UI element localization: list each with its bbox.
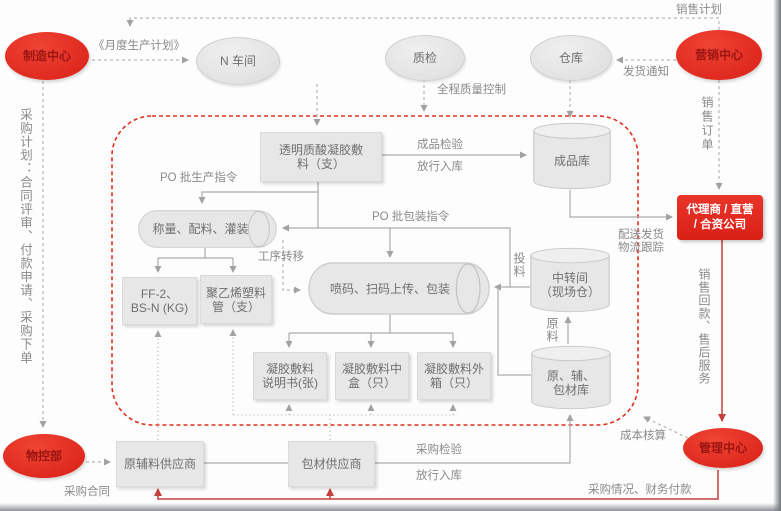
node-finished-goods-store: 成品库 (533, 122, 611, 190)
node-label-line2: 盒（只） (347, 376, 396, 390)
node-manufacturing-center: 制造中心 (5, 32, 89, 80)
right-edge-shadow (773, 0, 781, 511)
label-sales-payment-service: 销售回款、售后服务 (697, 268, 711, 385)
node-label-line2: 管（支） (211, 299, 260, 314)
node-pe-tube: 聚乙烯塑料 管（支） (200, 275, 272, 324)
node-label: 原辅料供应商 (123, 457, 196, 471)
label-procurement-plan: 采购计划：合同评审、付款申请、采购下单 (18, 108, 32, 365)
label-purchase-inspection: 采购检验 (416, 444, 462, 456)
node-management-center: 管理中心 (683, 428, 763, 468)
label-delivery-line2: 物流跟踪 (618, 242, 664, 254)
node-label-line2: / 合资公司 (693, 218, 747, 231)
node-packaging-supplier: 包材供应商 (288, 441, 375, 487)
node-label-line2: 包材库 (552, 382, 589, 397)
node-label: 称量、配料、灌装 (152, 222, 249, 236)
node-agent-company: 代理商 / 直营 / 合资公司 (677, 195, 763, 240)
node-label: 物控部 (25, 449, 62, 463)
node-label-line1: 中转间 (551, 271, 588, 285)
node-gel-dressing: 透明质酸凝胶敷 料（支） (260, 132, 382, 182)
node-label-line2: BS-N (KG) (130, 301, 189, 315)
cylinder-shape (533, 122, 611, 190)
node-material-control-dept: 物控部 (3, 434, 85, 478)
node-label: 原、辅、 包材库 (547, 359, 595, 397)
node-label-line1: 凝胶敷料 (265, 362, 314, 376)
node-label: 制造中心 (22, 49, 71, 63)
node-label-line1: 代理商 / 直营 (686, 203, 754, 216)
node-manual: 凝胶敷料 说明书(张) (253, 352, 327, 400)
node-label: 包材供应商 (301, 457, 362, 471)
node-label-line1: 原、辅、 (546, 368, 595, 383)
label-sales-plan: 销售计划 (676, 4, 722, 16)
label-cost-accounting: 成本核算 (620, 430, 666, 442)
node-label: 营销中心 (694, 48, 743, 62)
node-label: 喷码、扫码上传、包装 (329, 281, 450, 296)
node-label-line2: 料（支） (296, 157, 345, 171)
node-label: 中转间 （现场仓） (540, 261, 600, 299)
node-workshop-n: N 车间 (196, 37, 280, 85)
node-label-line1: 凝胶敷料中 (341, 362, 402, 376)
label-delivery-logistics: 配送发货物流跟踪 (618, 229, 664, 255)
cylinder-shape (530, 247, 610, 313)
cylinder-shape (531, 345, 611, 410)
cylinder-shape (138, 210, 277, 248)
node-label-line1: 凝胶敷料外 (423, 362, 484, 376)
node-label: 成品库 (553, 154, 590, 168)
cylinder-shape (308, 262, 490, 315)
label-full-quality-control: 全程质量控制 (437, 84, 506, 96)
node-label-line2: （现场仓） (539, 285, 600, 299)
label-purchase-finance: 采购情况、财务付款 (588, 484, 692, 496)
label-delivery-line1: 配送发货 (618, 229, 664, 241)
node-warehouse: 仓库 (530, 35, 612, 81)
node-label-line1: FF-2、 (140, 287, 179, 301)
node-weigh-fill: 称量、配料、灌装 (138, 210, 277, 248)
node-marketing-center: 营销中心 (676, 30, 762, 80)
node-label: N 车间 (219, 54, 256, 68)
label-release-to-store: 放行入库 (417, 161, 463, 173)
label-po-production-order: PO 批生产指令 (160, 172, 238, 184)
label-process-transfer: 工序转移 (258, 251, 304, 263)
node-middle-box: 凝胶敷料中 盒（只） (335, 352, 409, 400)
label-sales-order: 销售订单 (700, 96, 714, 152)
node-material-store: 原、辅、 包材库 (531, 345, 611, 410)
node-code-pack: 喷码、扫码上传、包装 (308, 262, 490, 315)
node-label: 质检 (412, 51, 437, 65)
node-label-line1: 聚乙烯塑料 (205, 285, 266, 300)
node-outer-box: 凝胶敷料外 箱（只） (417, 352, 491, 400)
bottom-edge-shadow (0, 503, 781, 511)
label-raw-material: 原料 (545, 317, 559, 343)
node-transit-room: 中转间 （现场仓） (530, 247, 610, 313)
production-boundary (111, 115, 639, 426)
label-monthly-production-plan: 《月度生产计划》 (93, 40, 185, 52)
node-quality-inspection: 质检 (385, 35, 465, 81)
node-label: 仓库 (558, 51, 583, 65)
node-ff2-bsn: FF-2、 BS-N (KG) (122, 277, 197, 325)
node-raw-material-supplier: 原辅料供应商 (116, 441, 204, 487)
node-label: 管理中心 (698, 441, 747, 455)
label-purchase-release: 放行入库 (416, 470, 462, 482)
node-label-line2: 箱（只） (429, 376, 478, 390)
label-delivery-notice: 发货通知 (623, 66, 669, 78)
label-po-packaging-order: PO 批包装指令 (372, 211, 450, 223)
node-label-line2: 说明书(张) (262, 376, 318, 390)
label-purchase-contract: 采购合同 (64, 486, 110, 498)
label-feeding: 投料 (512, 252, 526, 278)
label-finished-inspection: 成品检验 (417, 139, 463, 151)
node-label-line1: 透明质酸凝胶敷 (278, 143, 363, 157)
